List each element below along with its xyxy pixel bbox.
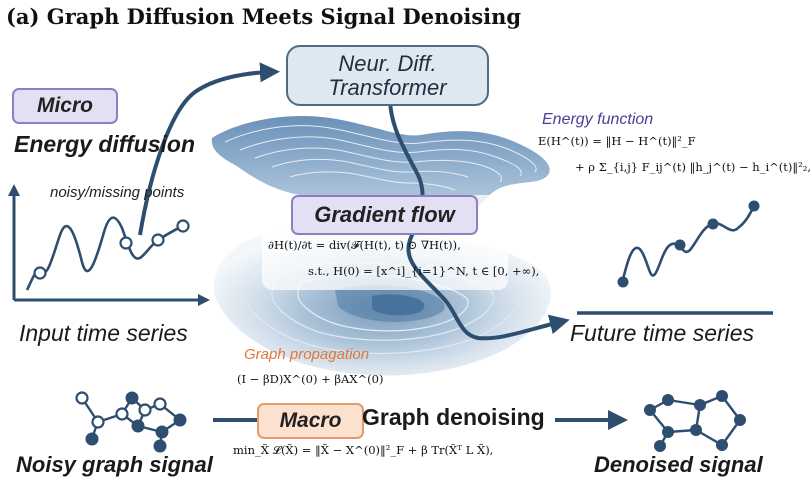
propagation-equation: (I − βD)X^(0) + βAX^(0) <box>237 372 384 386</box>
ndt-line1: Neur. Diff. <box>338 50 437 76</box>
input-time-series-curve <box>25 216 184 291</box>
ndt-line2: Transformer <box>328 74 447 100</box>
energy-equation-line1: E(H^(t)) = ‖H − H^(t)‖²_F <box>538 134 696 148</box>
energy-diffusion-label: Energy diffusion <box>14 131 196 157</box>
noisy-graph-nodes <box>75 391 187 453</box>
graph-propagation-label: Graph propagation <box>244 346 370 363</box>
gradient-flow-label: Gradient flow <box>291 195 478 235</box>
future-points <box>617 200 760 288</box>
input-chart-axes <box>8 184 210 306</box>
future-time-series-curve <box>620 205 756 284</box>
denoising-equation: min_X̃ 𝓛(X̃) = ‖X̃ − X^(0)‖²_F + β Tr(X̃… <box>233 443 494 457</box>
noisy-missing-label: noisy/missing points <box>50 184 185 201</box>
diagram-artwork <box>8 62 773 453</box>
energy-landscape-surface <box>211 116 550 217</box>
input-missing-points <box>33 219 190 280</box>
gradient-equation-line1: ∂H(t)/∂t = div(𝓕(H(t), t) ⊙ ∇H(t)), <box>268 238 461 252</box>
micro-label: Micro <box>12 88 118 124</box>
figure-title: (a) Graph Diffusion Meets Signal Denoisi… <box>6 4 522 29</box>
neural-diffusion-transformer-box: Neur. Diff. Transformer <box>286 45 489 106</box>
gradient-equation-line2: s.t., H(0) = [x^i]_{i=1}^N, t ∈ [0, +∞), <box>308 264 540 278</box>
graph-denoising-label: Graph denoising <box>362 404 545 430</box>
noisy-graph-signal-label: Noisy graph signal <box>16 452 213 477</box>
energy-equation-line2: + ρ Σ_{i,j} F_ij^(t) ‖h_j^(t) − h_i^(t)‖… <box>575 160 811 174</box>
denoised-signal-label: Denoised signal <box>594 452 763 477</box>
energy-function-label: Energy function <box>542 111 654 128</box>
denoised-graph-nodes <box>644 390 746 452</box>
diagram-root: (a) Graph Diffusion Meets Signal Denoisi… <box>6 4 811 477</box>
macro-label: Macro <box>257 403 364 439</box>
micro-to-transformer-arrow <box>138 62 280 236</box>
diffusion-flow-path <box>388 101 570 341</box>
future-time-series-label: Future time series <box>570 320 755 346</box>
input-time-series-label: Input time series <box>19 320 188 346</box>
